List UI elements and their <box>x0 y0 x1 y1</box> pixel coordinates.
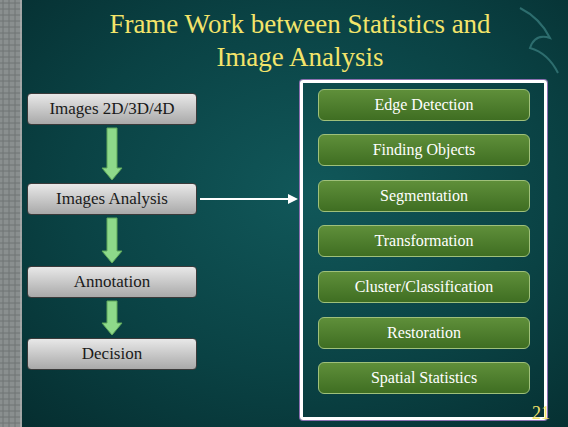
box-text: Images 2D/3D/4D <box>49 99 174 119</box>
method-box: Transformation <box>318 225 530 257</box>
process-box: Images Analysis <box>27 183 197 215</box>
box-text: Annotation <box>74 272 151 292</box>
box-text: Spatial Statistics <box>371 369 477 387</box>
box-text: Cluster/Classification <box>355 278 494 296</box>
method-box: Edge Detection <box>318 89 530 121</box>
process-box: Decision <box>27 338 197 370</box>
box-text: Restoration <box>387 324 461 342</box>
corner-ornament <box>520 8 558 73</box>
box-text: Transformation <box>375 232 474 250</box>
slide-title: Frame Work between Statistics and Image … <box>80 8 520 74</box>
block-arrow <box>102 128 122 180</box>
panel-arrow <box>200 198 290 200</box>
box-text: Segmentation <box>380 187 468 205</box>
box-text: Images Analysis <box>56 189 168 209</box>
process-box: Annotation <box>27 266 197 298</box>
method-box: Finding Objects <box>318 134 530 166</box>
method-box: Restoration <box>318 317 530 349</box>
process-box: Images 2D/3D/4D <box>27 93 197 125</box>
panel-arrowhead <box>288 194 298 204</box>
side-stripe <box>0 0 22 427</box>
box-text: Finding Objects <box>373 141 476 159</box>
block-arrow <box>102 301 122 335</box>
block-arrow <box>102 218 122 263</box>
method-box: Cluster/Classification <box>318 271 530 303</box>
method-box: Spatial Statistics <box>318 362 530 394</box>
method-box: Segmentation <box>318 180 530 212</box>
box-text: Decision <box>82 344 142 364</box>
box-text: Edge Detection <box>374 96 473 114</box>
page-number: 21 <box>532 403 550 424</box>
